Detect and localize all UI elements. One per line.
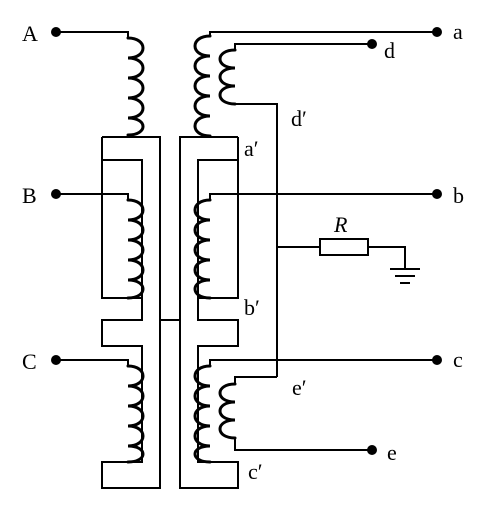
- terminal-d-dot: [367, 39, 377, 49]
- resistor-R: [319, 238, 369, 256]
- primary-winding-C: [51, 355, 145, 464]
- terminal-e-dot: [367, 445, 377, 455]
- label-C: C: [22, 349, 37, 374]
- terminal-B-dot: [51, 189, 61, 199]
- terminal-a-dot: [432, 27, 442, 37]
- label-d: d: [384, 38, 395, 63]
- terminal-A-dot: [51, 27, 61, 37]
- label-b: b: [453, 183, 464, 208]
- left-core-outline: [101, 136, 161, 489]
- label-d-prime: d′: [291, 106, 307, 131]
- label-b-prime: b′: [244, 295, 260, 320]
- label-c: c: [453, 347, 463, 372]
- terminal-c-dot: [432, 355, 442, 365]
- label-a-prime: a′: [244, 136, 259, 161]
- label-e-prime: e′: [292, 375, 307, 400]
- primary-winding-B: [51, 189, 145, 300]
- primary-winding-A: [51, 27, 145, 137]
- secondary-winding-b: [193, 189, 442, 300]
- transformer-core: [101, 136, 239, 489]
- label-a: a: [453, 19, 463, 44]
- secondary-winding-d: [218, 39, 377, 377]
- secondary-winding-c: [193, 355, 442, 464]
- label-B: B: [22, 183, 37, 208]
- neutral-resistor-ground: [277, 238, 420, 284]
- terminal-C-dot: [51, 355, 61, 365]
- terminal-b-dot: [432, 189, 442, 199]
- label-A: A: [22, 21, 38, 46]
- right-core-outline: [179, 136, 239, 489]
- label-R: R: [333, 212, 348, 237]
- label-c-prime: c′: [248, 459, 263, 484]
- label-e: e: [387, 440, 397, 465]
- secondary-winding-a: [193, 27, 442, 138]
- secondary-winding-e: [218, 376, 377, 455]
